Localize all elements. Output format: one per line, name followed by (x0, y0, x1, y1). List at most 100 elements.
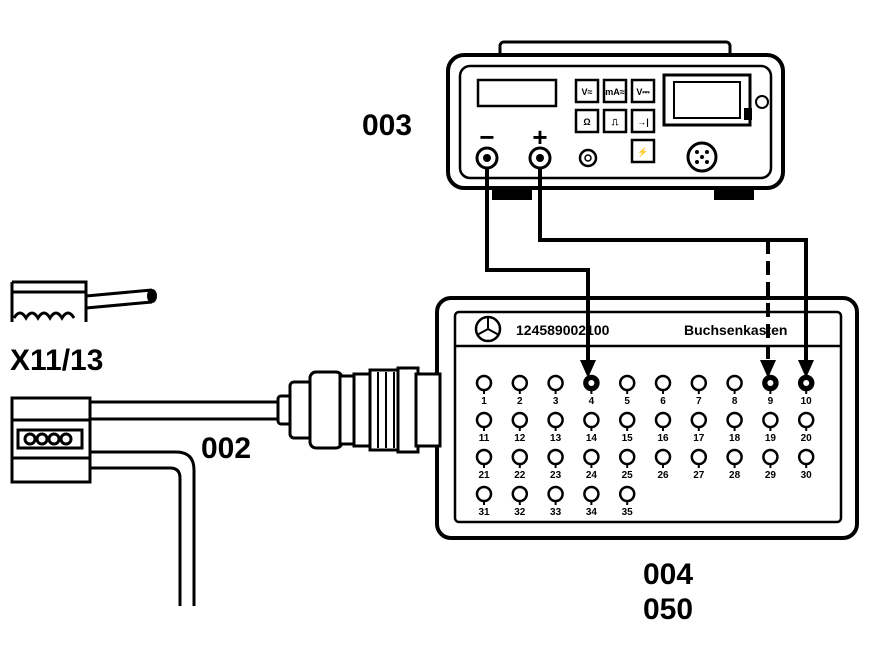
key-diode[interactable] (630, 108, 656, 134)
cable-plug (276, 366, 442, 454)
box-title: Buchsenkasten (684, 322, 787, 338)
pin-socket-34[interactable] (583, 485, 600, 503)
key-v-dc[interactable] (630, 78, 656, 104)
round-socket (686, 141, 718, 173)
pin-socket-29[interactable] (762, 448, 779, 466)
connector-x11-13-top (10, 280, 157, 322)
analog-meter (662, 73, 752, 127)
pin-label-33: 33 (550, 507, 562, 518)
key-ohm[interactable] (574, 108, 600, 134)
pin-label-34: 34 (586, 507, 598, 518)
pin-socket-31[interactable] (475, 485, 493, 503)
pin-socket-18[interactable] (726, 411, 743, 429)
pin-label-4: 4 (589, 396, 595, 407)
pin-label-11: 11 (479, 433, 490, 444)
function-keypad: V≈ mA≈ V⎓ Ω ⎍ →| ⚡ (574, 78, 656, 164)
pin-socket-2[interactable] (511, 374, 529, 392)
pin-socket-12[interactable] (511, 411, 529, 429)
pin-socket-21[interactable] (475, 448, 493, 466)
key-range[interactable] (630, 138, 656, 164)
key-ma-ac-label: mA≈ (605, 87, 625, 97)
probe-tips (580, 360, 814, 378)
pin-socket-28[interactable] (726, 448, 743, 466)
pin-label-22: 22 (514, 470, 526, 481)
pin-socket-26[interactable] (654, 448, 672, 466)
minus-label: − (479, 122, 494, 152)
socket-box-inner (453, 310, 843, 524)
pin-label-17: 17 (693, 433, 705, 444)
pin-label-2: 2 (517, 396, 523, 407)
multimeter: V≈ mA≈ V⎓ Ω ⎍ →| ⚡ (446, 40, 785, 200)
pin-socket-25[interactable] (618, 448, 636, 466)
pin-label-12: 12 (514, 433, 526, 444)
pin-label-30: 30 (801, 470, 813, 481)
pin-label-35: 35 (622, 507, 634, 518)
part-number: 124589002100 (516, 322, 610, 338)
pin-label-7: 7 (696, 396, 702, 407)
pin-socket-19[interactable] (762, 411, 779, 429)
star-logo (474, 315, 502, 343)
key-diode-label: →| (637, 117, 649, 127)
minus-lead (485, 168, 590, 368)
pin-socket-6[interactable] (654, 374, 672, 392)
pin-label-1: 1 (481, 396, 487, 407)
pin-label-31: 31 (478, 507, 490, 518)
minus-jack[interactable] (475, 146, 499, 170)
pin-socket-center-10 (803, 380, 810, 386)
box-id-label-050: 050 (643, 593, 693, 626)
pin-socket-14[interactable] (583, 411, 600, 429)
pin-socket-17[interactable] (690, 411, 708, 429)
pin-socket-24[interactable] (583, 448, 600, 466)
multimeter-front-panel (458, 64, 773, 180)
pin-socket-33[interactable] (547, 485, 564, 503)
pin-label-13: 13 (550, 433, 562, 444)
multimeter-foot-left (492, 186, 532, 200)
pin-label-21: 21 (478, 470, 490, 481)
pin-label-23: 23 (550, 470, 562, 481)
pin-label-18: 18 (729, 433, 741, 444)
adjust-knob[interactable] (578, 148, 598, 168)
pin-socket-center-9 (767, 380, 774, 386)
pin-label-25: 25 (622, 470, 634, 481)
pin-socket-16[interactable] (654, 411, 672, 429)
pin-socket-15[interactable] (618, 411, 636, 429)
pin-label-28: 28 (729, 470, 741, 481)
pin-socket-27[interactable] (690, 448, 708, 466)
pin-socket-5[interactable] (618, 374, 636, 392)
key-ma-ac[interactable] (602, 78, 628, 104)
pin-socket-8[interactable] (726, 374, 743, 392)
pin-socket-1[interactable] (475, 374, 493, 392)
key-v-dc-label: V⎓ (636, 87, 650, 97)
pin-socket-3[interactable] (547, 374, 564, 392)
pin-label-14: 14 (586, 433, 598, 444)
pin-socket-center-4 (588, 380, 595, 386)
pin-socket-22[interactable] (511, 448, 529, 466)
pin-socket-35[interactable] (618, 485, 636, 503)
pin-socket-7[interactable] (690, 374, 708, 392)
multimeter-foot-right (714, 186, 754, 200)
test-cable (90, 400, 280, 606)
key-ohm-label: Ω (583, 117, 590, 127)
pin-socket-20[interactable] (797, 411, 815, 429)
pin-socket-30[interactable] (797, 448, 815, 466)
pin-label-8: 8 (732, 396, 738, 407)
pin-label-9: 9 (768, 396, 774, 407)
pin-socket-32[interactable] (511, 485, 529, 503)
pin-socket-23[interactable] (547, 448, 564, 466)
pin-socket-11[interactable] (475, 411, 493, 429)
pin-label-6: 6 (660, 396, 666, 407)
key-wave[interactable] (602, 108, 628, 134)
key-v-ac[interactable] (574, 78, 600, 104)
pin-label-3: 3 (553, 396, 559, 407)
lcd-display (476, 78, 558, 108)
pin-socket-13[interactable] (547, 411, 564, 429)
pin-label-5: 5 (624, 396, 630, 407)
pin-label-10: 10 (801, 396, 813, 407)
key-wave-label: ⎍ (612, 117, 619, 127)
plug-ribs (377, 372, 395, 448)
pin-label-19: 19 (765, 433, 777, 444)
connector-id-label: X11/13 (10, 344, 103, 377)
